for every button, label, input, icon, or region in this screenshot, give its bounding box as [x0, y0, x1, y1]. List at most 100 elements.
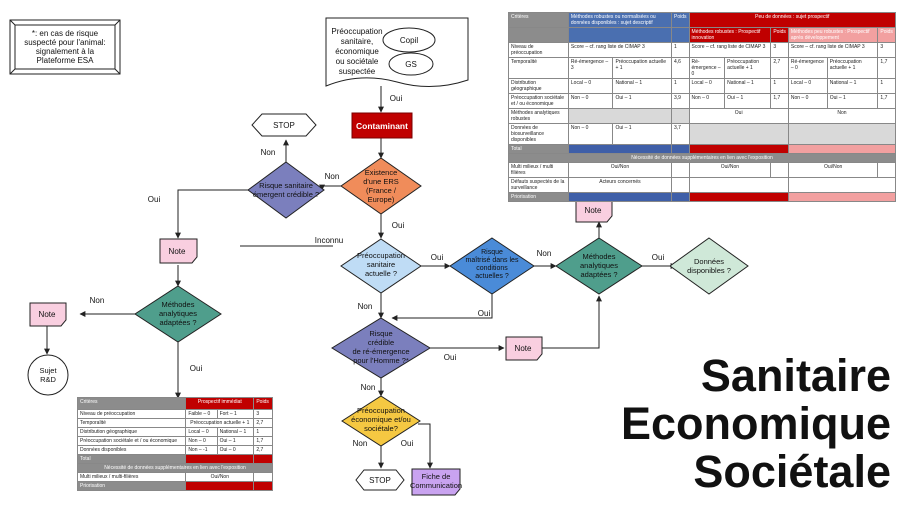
big-label-economique: Economique	[620, 398, 891, 449]
table-row: Préoccupation sociétale et / ou économiq…	[76, 436, 273, 446]
label-inconnu: Inconnu	[315, 236, 343, 245]
note-line: suspecté pour l'animal:	[24, 38, 106, 47]
big-label-societale: Sociétale	[693, 446, 891, 497]
label-oui: Oui	[431, 253, 444, 262]
note-right-upper: Note	[575, 199, 613, 223]
svg-text:Note: Note	[515, 344, 532, 353]
label-non: Non	[325, 172, 340, 181]
label-oui: Oui	[444, 353, 457, 362]
table-header: Poids	[671, 12, 690, 28]
table-subheader: Méthodes robustes : Prospectif innovatio…	[688, 27, 772, 43]
edge-labels: Oui Non Non Oui Oui Inconnu Oui Non Oui …	[90, 94, 665, 448]
table-header: Critères	[508, 12, 569, 28]
label-non: Non	[90, 296, 105, 305]
label-oui: Oui	[148, 195, 161, 204]
table-band-row: Nécessité de données supplémentaires en …	[77, 463, 273, 473]
label-non: Non	[537, 249, 552, 258]
table-total-row: Total	[76, 454, 273, 464]
table-subheader: Poids	[877, 27, 896, 43]
table-header: Méthodes robustes ou normalisées ou donn…	[567, 12, 673, 28]
stop-top: STOP	[251, 113, 317, 137]
svg-text:Note: Note	[169, 247, 186, 256]
note-middle: Note	[505, 336, 543, 361]
svg-text:Note: Note	[585, 206, 602, 215]
stop-bottom: STOP	[355, 469, 405, 491]
table-header: Critères	[76, 397, 187, 410]
note-left-upper: Note	[159, 238, 198, 264]
table-band-row: Nécessité de données supplémentaires en …	[508, 153, 896, 163]
criteria-table-bottom: Critères Prospectif immédiat Poids Nivea…	[76, 397, 273, 491]
svg-text:Note: Note	[39, 310, 56, 319]
criteria-table-top: Critères Méthodes robustes ou normalisée…	[508, 12, 897, 202]
note-line: Plateforme ESA	[37, 56, 95, 65]
big-label-sanitaire: Sanitaire	[700, 350, 891, 401]
table-footer-row: Priorisation	[76, 481, 273, 491]
label-non: Non	[261, 148, 276, 157]
table-header: Prospectif immédiat	[185, 397, 255, 410]
svg-text:Contaminant: Contaminant	[356, 121, 408, 131]
contaminant-box: Contaminant	[351, 112, 413, 139]
table-footer-row: Priorisation	[508, 192, 897, 202]
table-header: Poids	[253, 397, 273, 410]
label-oui: Oui	[392, 221, 405, 230]
table-subheader: Méthodes peu robustes : Prospectif après…	[787, 27, 879, 43]
gs-ellipse	[388, 52, 434, 76]
note-far-left: Note	[29, 302, 67, 327]
label-non: Non	[361, 383, 376, 392]
table-subheader: Poids	[770, 27, 789, 43]
copil-ellipse	[382, 27, 436, 53]
note-line: signalement à la	[36, 47, 95, 56]
note-line: *: en cas de risque	[32, 29, 99, 38]
table-total-row: Total	[508, 144, 897, 154]
table-row: Préoccupation sociétale et / ou économiq…	[508, 93, 896, 109]
label-non: Non	[353, 439, 368, 448]
label-oui: Oui	[190, 364, 203, 373]
label-oui: Oui	[478, 309, 491, 318]
table-row: Méthodes analytiques robustes Oui Non	[508, 108, 897, 124]
svg-text:STOP: STOP	[369, 476, 391, 485]
copil-label: Copil	[400, 36, 418, 45]
table-header: Peu de données : sujet prospectif	[688, 12, 897, 28]
label-oui: Oui	[390, 94, 403, 103]
svg-text:STOP: STOP	[273, 121, 295, 130]
label-oui: Oui	[652, 253, 665, 262]
label-non: Non	[358, 302, 373, 311]
